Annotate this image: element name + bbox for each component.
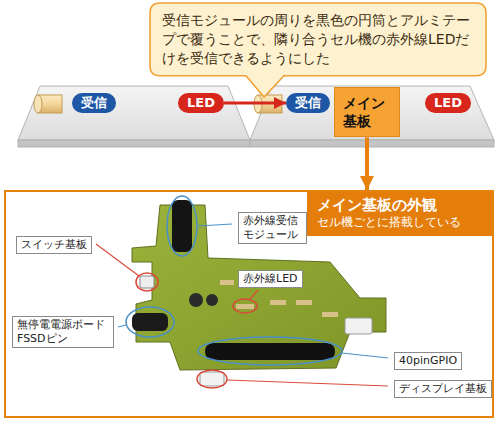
gpio-connector <box>205 343 335 360</box>
part-label: ディスプレイ基板 <box>394 380 492 398</box>
node-text: ディスプレイ基板 <box>399 382 487 396</box>
receiver-module <box>172 200 192 252</box>
led-tag: LED <box>178 93 224 113</box>
node-text: スイッチ基板 <box>21 238 87 252</box>
highlight-ellipse <box>126 307 174 337</box>
cell-slab-edge <box>18 140 250 147</box>
highlight-ellipse <box>233 299 257 313</box>
highlight-ellipse <box>197 370 227 388</box>
part-label: スイッチ基板 <box>16 236 92 254</box>
arrow-connector <box>365 137 369 190</box>
capacitor <box>206 294 218 306</box>
leader-line <box>227 380 388 386</box>
part-label: 赤外線受信 モジュール <box>238 212 307 244</box>
resistor <box>220 280 234 285</box>
white-connector <box>345 318 372 334</box>
resistor <box>270 300 286 305</box>
power-pin <box>132 313 168 331</box>
part-label: 40pinGPIO <box>394 352 462 370</box>
node-text: 無停電電源ボード FSSDピン <box>17 318 109 346</box>
receiver-tag: 受信 <box>286 93 330 113</box>
capacitor <box>189 293 203 307</box>
leader-line <box>250 290 258 299</box>
resistor <box>322 312 338 317</box>
title-band: メイン基板の外観セル機ごとに搭載している <box>307 192 492 236</box>
display-connector <box>200 372 224 386</box>
cell-slab <box>250 86 494 140</box>
node-text: 赤外線LED <box>243 272 298 286</box>
node-text: メイン 基板 <box>343 94 391 130</box>
main-board-box: メイン 基板 <box>334 87 400 137</box>
node-text: LED <box>434 95 462 111</box>
leader-line <box>118 325 126 327</box>
resistor <box>296 300 312 305</box>
arrow-connector <box>224 102 286 105</box>
receiver-cylinder-end <box>34 95 42 113</box>
node-subtext: セル機ごとに搭載している <box>317 215 482 231</box>
leader-line <box>96 244 139 276</box>
cell-slab <box>18 86 250 140</box>
leader-line <box>342 353 388 358</box>
cell-slab-edge <box>250 140 494 147</box>
part-label: 赤外線LED <box>238 270 303 288</box>
part-label: 無停電電源ボード FSSDピン <box>12 316 114 348</box>
highlight-ellipse <box>136 273 158 291</box>
leader-line <box>198 224 232 226</box>
photo-panel: メイン基板の外観セル機ごとに搭載しているスイッチ基板 赤外線受信 モジュール赤外線… <box>4 190 494 418</box>
bubble-shape <box>150 3 486 97</box>
speech-bubble: 受信モジュールの周りを黒色の円筒とアルミテープで覆うことで、隣り合うセル機の赤外… <box>150 3 486 76</box>
led-part <box>236 304 254 309</box>
node-text: 受信 <box>81 95 107 111</box>
node-text: 受信モジュールの周りを黒色の円筒とアルミテープで覆うことで、隣り合うセル機の赤外… <box>162 11 474 68</box>
receiver-tag: 受信 <box>72 93 116 113</box>
node-text: 赤外線受信 モジュール <box>243 214 302 242</box>
switch-board <box>140 276 154 288</box>
node-text: 受信 <box>295 95 321 111</box>
node-text: 40pinGPIO <box>399 354 457 368</box>
led-tag: LED <box>425 93 471 113</box>
node-text: メイン基板の外観 <box>317 195 482 215</box>
highlight-ellipse <box>167 196 197 256</box>
node-text: LED <box>187 95 215 111</box>
highlight-ellipse <box>198 337 342 365</box>
